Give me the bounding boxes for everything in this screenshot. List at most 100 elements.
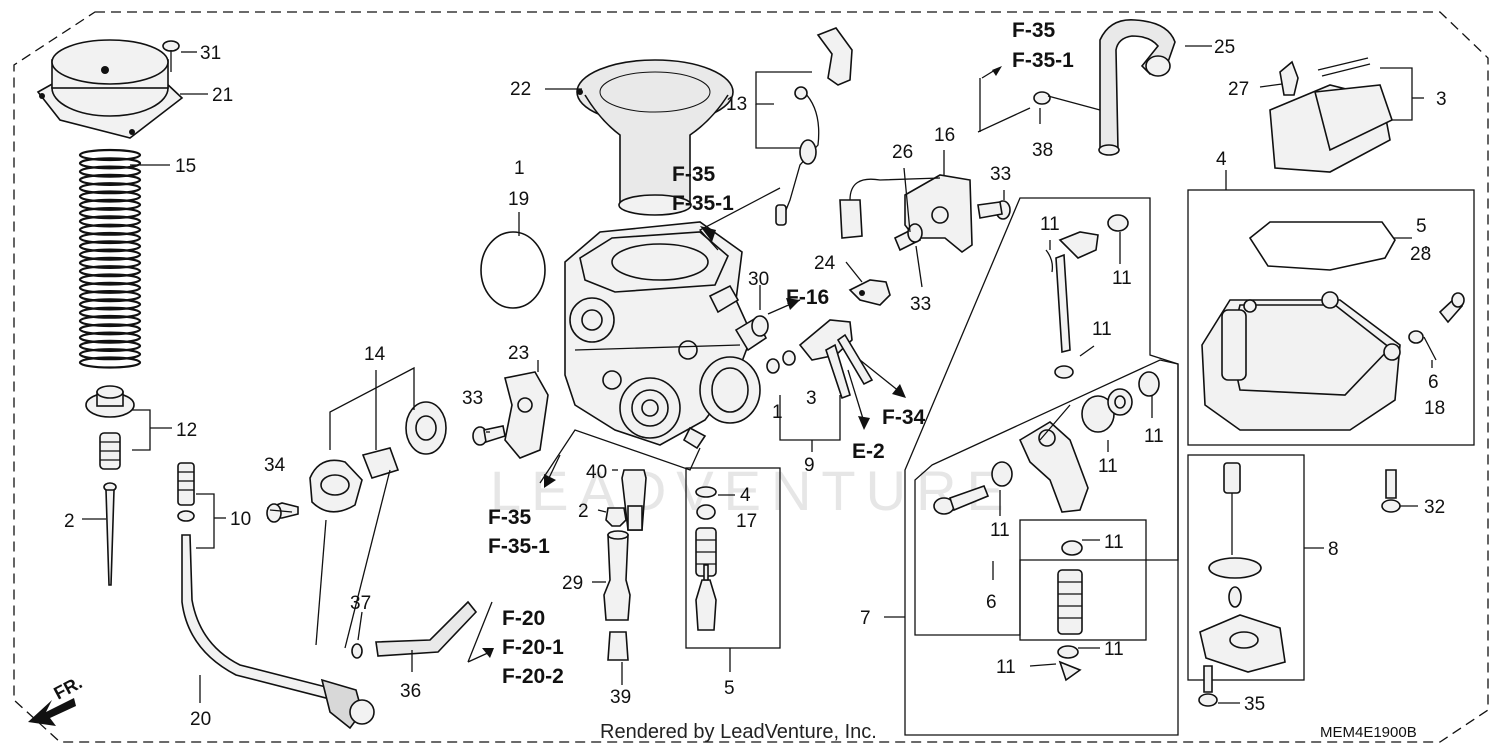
callout-28: 28 (1410, 244, 1431, 265)
callout-25: 25 (1214, 37, 1235, 58)
callout-24: 24 (814, 253, 836, 274)
spring-coil (78, 356, 142, 369)
callout-9: 9 (804, 455, 815, 476)
diaphragm-part (576, 59, 734, 216)
screw-part-31 (162, 40, 180, 72)
slow-jet-part (607, 631, 629, 661)
callout-4: 4 (1216, 149, 1227, 170)
spring-coil (78, 165, 142, 178)
spring-coil (78, 223, 142, 236)
air-screw-part (695, 486, 717, 631)
spring-coil (78, 298, 142, 311)
screw-part-chamber (1438, 292, 1465, 324)
ref-f35-1-hose: F-35-1 (1012, 49, 1074, 72)
callout-21: 21 (212, 85, 233, 106)
callout-14: 14 (364, 344, 386, 365)
callout-11-i: 11 (996, 657, 1016, 678)
washer-part-11b (1138, 371, 1160, 397)
needle-jet-holder-part (603, 530, 631, 621)
spring-coil (78, 290, 142, 303)
callout-11-a: 11 (1040, 214, 1060, 235)
callout-7: 7 (860, 608, 871, 629)
reference-arrows (467, 66, 1002, 663)
diagram-border (13, 11, 1489, 743)
spring-coil (78, 148, 142, 162)
throttle-cable-part (177, 462, 375, 730)
callout-10: 10 (230, 509, 251, 530)
group-box-5 (685, 467, 781, 649)
callout-labels: 31 21 15 12 2 10 20 34 14 37 36 22 1 19 … (64, 37, 1447, 730)
callout-11-f: 11 (990, 520, 1010, 541)
spring-coil (78, 306, 142, 319)
spring-coil (78, 323, 142, 336)
spring-coil (78, 273, 142, 286)
callout-3: 3 (1436, 89, 1447, 110)
t-joint-part (798, 319, 874, 400)
spring-part-15 (78, 148, 142, 369)
vent-hose-part (1098, 19, 1176, 156)
callout-33-top: 33 (990, 164, 1011, 185)
o-ring-part (480, 231, 546, 309)
ref-f34: F-34 (882, 406, 926, 429)
clip-part-37 (351, 643, 363, 659)
diagram-code: MEM4E1900B (1320, 724, 1417, 741)
collar-part-11 (1081, 388, 1133, 433)
needle-holder-part (85, 385, 135, 470)
section-references: F-35 F-35-1 F-35 F-35-1 F-35 F-35-1 F-16… (488, 19, 1074, 688)
spring-coil (78, 157, 142, 170)
screw-part-40 (621, 469, 647, 531)
collar-part-11d (1061, 540, 1083, 556)
callout-30: 30 (748, 269, 769, 290)
screw-part-34 (266, 502, 299, 523)
callout-18: 18 (1424, 398, 1445, 419)
callout-12: 12 (176, 420, 197, 441)
callout-32: 32 (1424, 497, 1445, 518)
callout-1-jet: 4 (740, 485, 751, 506)
callout-1-b: 3 (806, 388, 817, 409)
callout-35: 35 (1244, 694, 1265, 715)
spring-coil (78, 331, 142, 344)
screw-part-arm (933, 484, 990, 515)
spring-coil (78, 281, 142, 294)
fitting-part-30 (734, 315, 769, 352)
callout-26: 26 (892, 142, 913, 163)
accelerator-pump-part (309, 401, 447, 513)
callout-17: 17 (736, 511, 757, 532)
spring-coil (78, 198, 142, 211)
bracket-part-23 (504, 371, 549, 459)
clip-part-38 (1033, 91, 1101, 111)
screw-part-33-mid (893, 223, 923, 252)
callout-40: 40 (586, 462, 607, 483)
ref-f20-2: F-20-2 (502, 665, 564, 688)
callout-16: 16 (934, 125, 955, 146)
callout-8: 8 (1328, 539, 1339, 560)
callout-31: 31 (200, 43, 221, 64)
ref-f35-carb: F-35 (672, 163, 716, 186)
top-cover-part (36, 39, 184, 139)
throttle-arm-part (1018, 421, 1089, 513)
callout-1-washer: 6 (1428, 372, 1439, 393)
ref-f20-1: F-20-1 (502, 636, 564, 659)
callout-1-oring: 1 (514, 158, 525, 179)
carburetor-body (564, 221, 761, 450)
ref-f35-1-bracket: F-35-1 (488, 535, 550, 558)
front-direction-label: FR. (50, 672, 85, 703)
callout-38: 38 (1032, 140, 1053, 161)
chamber-gasket-part (1248, 221, 1396, 271)
ref-f35-bracket: F-35 (488, 506, 532, 529)
callout-20: 20 (190, 709, 211, 730)
callout-11-b: 11 (1112, 268, 1132, 289)
bolt-part-35 (1198, 665, 1218, 707)
callout-11-c: 11 (1092, 319, 1112, 340)
spring-coil (78, 248, 142, 261)
spring-coil (78, 339, 142, 352)
callout-33-mid: 33 (910, 294, 931, 315)
screw-part-33-left (472, 425, 506, 446)
footer-credit: Rendered by LeadVenture, Inc. (600, 721, 877, 743)
washer-part-18 (1408, 330, 1424, 344)
callout-11-e: 11 (1098, 456, 1118, 477)
float-part (1269, 57, 1393, 173)
spring-coil (78, 182, 142, 195)
throttle-sensor-cable (775, 27, 853, 226)
